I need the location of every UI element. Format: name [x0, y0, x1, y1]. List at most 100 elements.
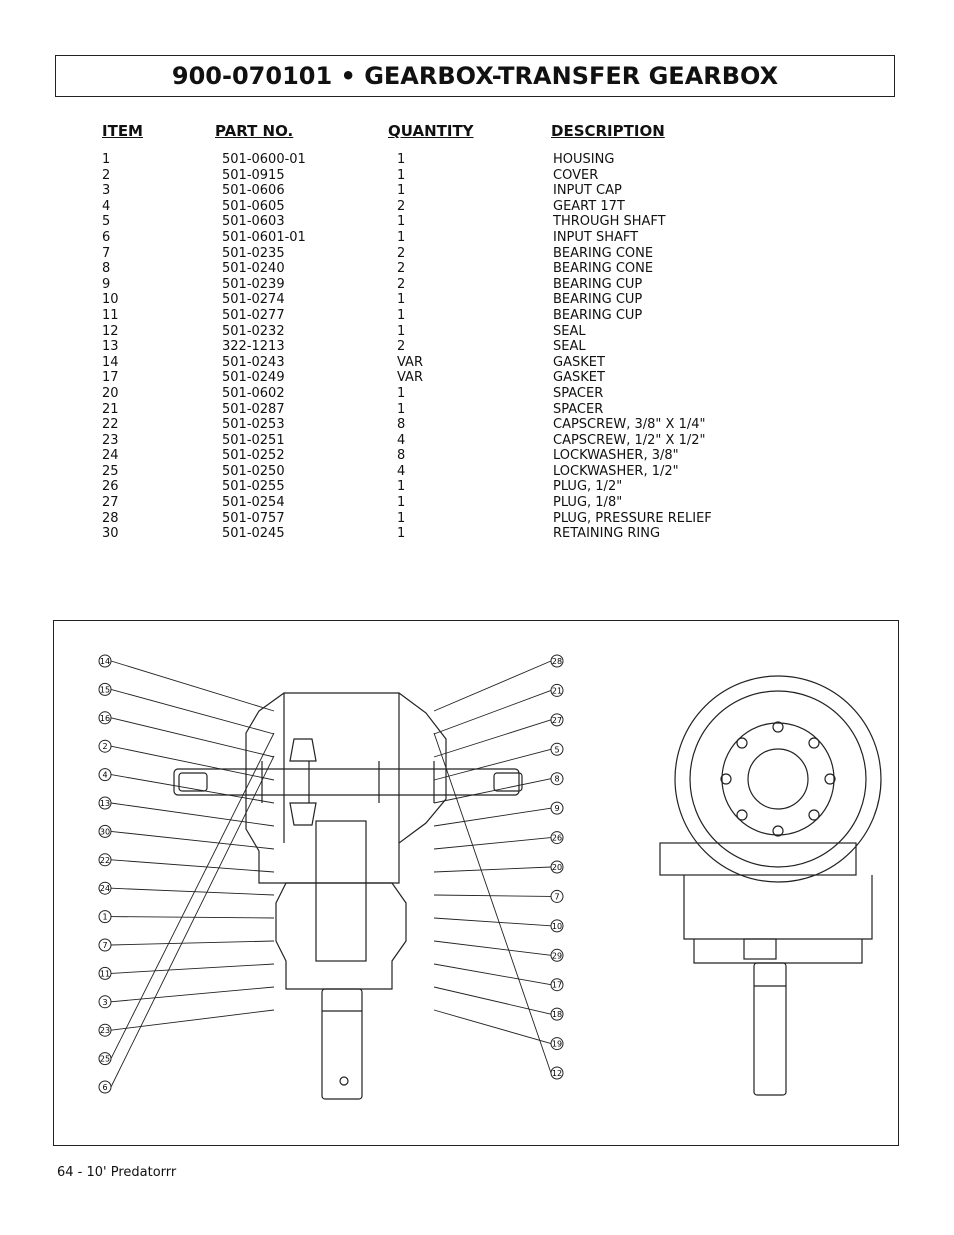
callout-label: 7	[102, 941, 107, 950]
parts-cell-part: 501-0603	[222, 214, 285, 230]
parts-cell-item: 4	[102, 198, 111, 214]
parts-cell-qty: 8	[397, 448, 406, 464]
parts-cell-item: 2	[102, 167, 111, 183]
callout-bubble	[98, 824, 112, 838]
callout-bubble	[98, 682, 112, 696]
callout-label: 26	[552, 834, 562, 843]
parts-cell-part: 501-0605	[222, 198, 285, 214]
callout-leader	[110, 745, 275, 781]
callout-bubble	[550, 948, 564, 962]
callout-leader	[110, 859, 275, 873]
parts-cell-item: 5	[102, 214, 111, 230]
callout-bubble	[98, 711, 112, 725]
parts-cell-item: 17	[102, 370, 119, 386]
callout-leader	[433, 778, 552, 804]
parts-cell-part: 501-0274	[222, 292, 285, 308]
callout-label: 21	[552, 686, 562, 695]
callout-leader	[110, 940, 275, 946]
callout-leader	[433, 660, 552, 712]
parts-cell-qty: 1	[397, 510, 406, 526]
callout-bubble	[550, 860, 564, 874]
callout-label: 24	[100, 884, 110, 893]
callout-label: 15	[100, 685, 110, 694]
parts-cell-item: 27	[102, 495, 119, 511]
callout-bubble	[550, 654, 564, 668]
callout-label: 9	[554, 804, 559, 813]
parts-cell-part: 501-0240	[222, 261, 285, 277]
parts-cell-desc: BEARING CUP	[553, 276, 643, 292]
parts-cell-item: 13	[102, 339, 119, 355]
callout-bubble	[98, 910, 112, 924]
callout-bubble	[550, 772, 564, 786]
parts-cell-qty: 8	[397, 417, 406, 433]
callout-leader	[433, 917, 552, 927]
parts-cell-part: 501-0239	[222, 276, 285, 292]
parts-cell-item: 10	[102, 292, 119, 308]
parts-cell-qty: 1	[397, 385, 406, 401]
parts-cell-item: 25	[102, 463, 119, 479]
callout-bubble	[98, 768, 112, 782]
parts-cell-qty: 1	[397, 479, 406, 495]
parts-cell-qty: 1	[397, 526, 406, 542]
parts-cell-item: 6	[102, 229, 111, 245]
callout-label: 28	[552, 657, 562, 666]
parts-cell-qty: 4	[397, 463, 406, 479]
parts-cell-qty: 2	[397, 339, 406, 355]
parts-cell-desc: GASKET	[553, 354, 605, 370]
parts-cell-part: 501-0600-01	[222, 152, 306, 167]
parts-cell-item: 7	[102, 245, 111, 261]
callout-leader	[433, 1009, 552, 1045]
callout-bubble	[98, 938, 112, 952]
callout-leader	[433, 837, 552, 850]
callout-leader	[433, 690, 552, 735]
callout-label: 25	[100, 1055, 110, 1064]
callout-label: 7	[554, 892, 559, 901]
parts-cell-item: 3	[102, 183, 111, 199]
parts-cell-desc: THROUGH SHAFT	[553, 214, 666, 230]
parts-cell-desc: GEART 17T	[553, 198, 625, 214]
parts-cell-qty: 1	[397, 495, 406, 511]
callout-bubble	[98, 1080, 112, 1094]
parts-cell-desc: COVER	[553, 167, 599, 183]
callout-bubble	[98, 1052, 112, 1066]
parts-cell-item: 14	[102, 354, 119, 370]
callout-bubble	[550, 1037, 564, 1051]
callout-leader	[433, 986, 552, 1015]
parts-cell-qty: 2	[397, 245, 406, 261]
header-description: DESCRIPTION	[551, 122, 665, 140]
parts-cell-desc: HOUSING	[553, 152, 615, 167]
parts-cell-qty: 2	[397, 261, 406, 277]
callout-leader	[110, 660, 275, 712]
callout-leader	[110, 830, 275, 850]
callout-leader	[110, 963, 275, 974]
header-part-no: PART NO.	[215, 122, 294, 140]
parts-cell-part: 501-0606	[222, 183, 285, 199]
callout-leader	[110, 986, 275, 1003]
parts-cell-desc: CAPSCREW, 3/8" X 1/4"	[553, 417, 706, 433]
callout-bubble	[550, 978, 564, 992]
callout-bubble	[550, 889, 564, 903]
callout-label: 22	[100, 856, 110, 865]
parts-cell-desc: SPACER	[553, 385, 604, 401]
parts-cell-item: 30	[102, 526, 119, 542]
parts-cell-part: 501-0255	[222, 479, 285, 495]
parts-cell-part: 501-0277	[222, 307, 285, 323]
callout-label: 4	[102, 771, 107, 780]
parts-cell-item: 21	[102, 401, 119, 417]
callout-label: 5	[554, 745, 559, 754]
callout-bubble	[98, 966, 112, 980]
parts-cell-item: 9	[102, 276, 111, 292]
title-box: 900-070101 • GEARBOX-TRANSFER GEARBOX	[55, 55, 895, 97]
callout-leader	[433, 963, 552, 986]
callout-label: 13	[100, 799, 110, 808]
parts-cell-desc: PLUG, PRESSURE RELIEF	[553, 510, 712, 526]
callout-label: 27	[552, 716, 562, 725]
callout-leader	[433, 894, 552, 897]
callout-leader	[110, 717, 275, 758]
header-item: ITEM	[102, 122, 143, 140]
callout-leader	[110, 916, 275, 919]
callout-bubble	[98, 739, 112, 753]
callout-label: 16	[100, 714, 110, 723]
